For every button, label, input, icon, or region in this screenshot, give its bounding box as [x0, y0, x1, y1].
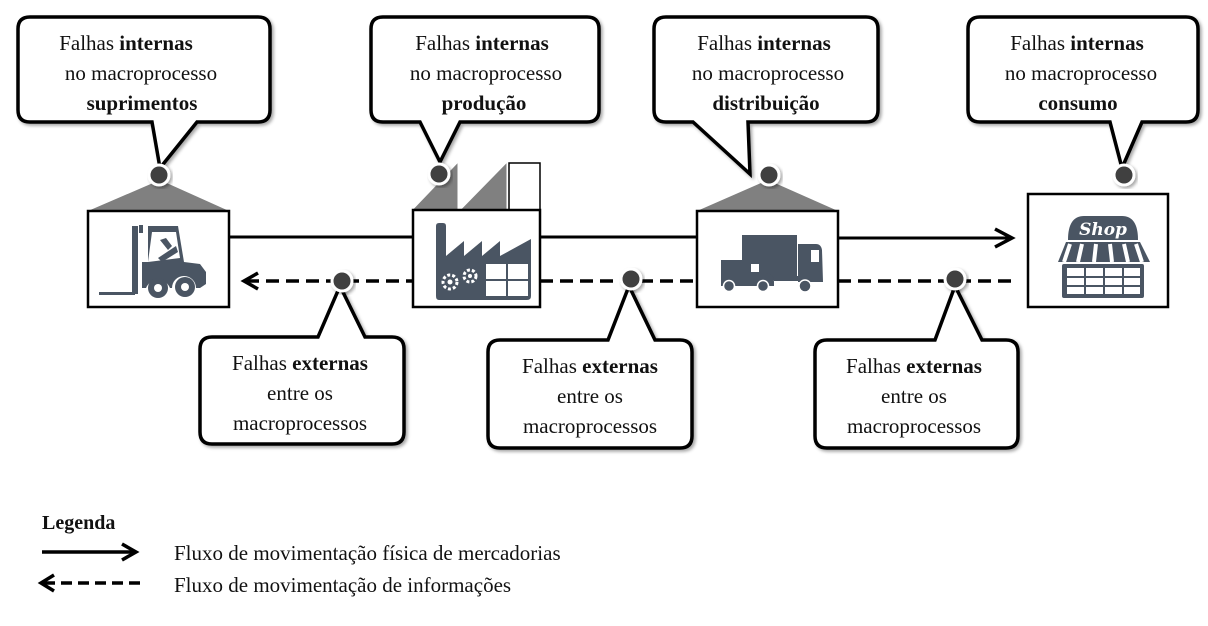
- node-suprimentos: [86, 180, 231, 309]
- bubble-process-name: consumo: [1038, 91, 1117, 115]
- bubble-line: Falhas internas: [415, 31, 549, 55]
- failure-dot-external: [330, 269, 354, 293]
- external-bubble-2: [486, 281, 694, 450]
- bubble-line: Falhas externas: [522, 354, 658, 378]
- bubble-line: entre os: [267, 381, 333, 405]
- failure-points: [147, 162, 1136, 293]
- shop-icon: Shop: [1058, 216, 1150, 298]
- internal-bubble-distribuicao: [652, 15, 880, 179]
- bubble-line: macroprocessos: [847, 414, 981, 438]
- failure-dot-external: [619, 267, 643, 291]
- failure-dot-internal: [147, 163, 171, 187]
- bubble-line: Falhas internas: [59, 31, 193, 55]
- chimney: [508, 162, 541, 211]
- internal-bubble-consumo: [966, 15, 1200, 174]
- failure-dot-external: [943, 267, 967, 291]
- bubble-line: no macroprocesso: [1005, 61, 1157, 85]
- arrow-head-right: [994, 227, 1016, 249]
- failure-dot-internal: [1112, 163, 1136, 187]
- external-bubble-3: [813, 281, 1020, 450]
- bubble-line: Falhas externas: [232, 351, 368, 375]
- roof: [458, 160, 508, 211]
- legend-label-physical-flow: Fluxo de movimentação física de mercador…: [174, 541, 561, 565]
- factory-icon: [436, 223, 531, 300]
- legend-solid-arrow: [42, 542, 140, 562]
- bubble-line: Falhas externas: [846, 354, 982, 378]
- external-bubble-1: [198, 281, 406, 446]
- bubble-line: no macroprocesso: [692, 61, 844, 85]
- bubble-process-name: distribuição: [712, 91, 819, 115]
- shop-sign-text: Shop: [1079, 220, 1127, 240]
- legend-title: Legenda: [42, 512, 116, 534]
- bubble-line: no macroprocesso: [65, 61, 217, 85]
- node-distribuicao: [695, 180, 840, 309]
- failure-dot-internal: [427, 162, 451, 186]
- node-consumo: Shop: [1026, 192, 1170, 309]
- bubble-line: no macroprocesso: [410, 61, 562, 85]
- bubble-line: entre os: [557, 384, 623, 408]
- bubble-process-name: suprimentos: [87, 91, 198, 115]
- arrow-head-left: [240, 271, 259, 291]
- roof: [88, 180, 229, 211]
- bubble-line: Falhas internas: [1010, 31, 1144, 55]
- information-flow: [240, 271, 1016, 291]
- forklift-icon: [99, 225, 206, 298]
- legend-label-information-flow: Fluxo de movimentação de informações: [174, 573, 512, 597]
- bubble-line: entre os: [881, 384, 947, 408]
- node-producao: [410, 160, 542, 309]
- bubble-line: Falhas internas: [697, 31, 831, 55]
- failure-dot-internal: [757, 163, 781, 187]
- internal-bubble-suprimentos: [16, 15, 272, 173]
- bubble-line: macroprocessos: [523, 414, 657, 438]
- roof: [697, 180, 838, 211]
- bubble-process-name: produção: [442, 91, 527, 115]
- truck-icon: [721, 235, 823, 293]
- legend-dashed-arrow: [37, 573, 140, 593]
- internal-bubble-producao: [369, 15, 601, 166]
- bubble-line: macroprocessos: [233, 411, 367, 435]
- physical-flow: [229, 227, 1016, 249]
